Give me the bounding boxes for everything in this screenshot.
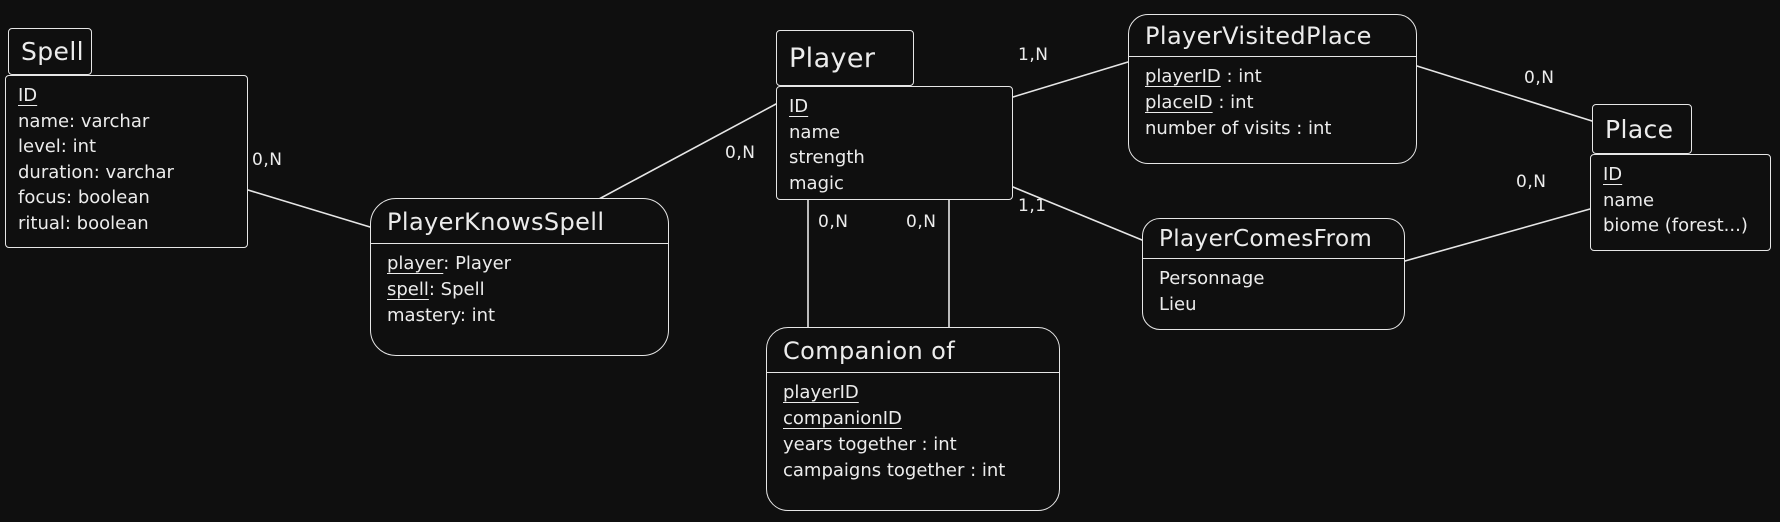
entity-place[interactable]: ID name biome (forest...) (1590, 154, 1771, 251)
attribute-row: name: varchar (18, 109, 235, 135)
cardinality-label: 0,N (725, 143, 756, 163)
entity-player[interactable]: ID name strength magic (776, 86, 1013, 200)
attribute-text: strength (789, 147, 865, 168)
cardinality-label: 1,1 (1018, 196, 1047, 216)
attribute-text: : Player (443, 253, 512, 274)
attribute-row: duration: varchar (18, 160, 235, 186)
attribute-row: years together : int (783, 432, 1043, 458)
entity-spell-attributes: ID name: varchar level: int duration: va… (6, 76, 247, 243)
edge-playerknowsspell-player[interactable] (598, 103, 777, 200)
attribute-text: level: int (18, 136, 97, 157)
cardinality-label: 0,N (252, 150, 283, 170)
pk-attribute: playerID (1145, 66, 1221, 87)
attribute-text: Personnage (1159, 268, 1265, 289)
attribute-text: name (1603, 189, 1655, 211)
attribute-row: number of visits : int (1145, 116, 1400, 142)
attribute-row: mastery: int (387, 303, 652, 329)
cardinality-label: 0,N (906, 212, 937, 232)
attribute-text: mastery: int (387, 305, 496, 326)
edge-playervisitedplace-place[interactable] (1416, 65, 1593, 122)
attribute-text: : int (1212, 92, 1254, 113)
attribute-row: ID (18, 83, 235, 109)
attribute-row: companionID (783, 406, 1043, 432)
pk-attribute: placeID (1145, 92, 1213, 113)
pk-attribute: ID (1603, 164, 1623, 185)
attribute-row: Personnage (1159, 266, 1388, 292)
attribute-row: magic (789, 171, 1000, 197)
pk-attribute: player (387, 253, 444, 274)
entity-spell-titlebox[interactable]: Spell (8, 28, 92, 75)
pk-attribute: companionID (783, 408, 902, 429)
attribute-row: placeID : int (1145, 90, 1400, 116)
entity-spell-title: Spell (21, 37, 85, 66)
relation-companionof[interactable]: Companion of playerID companionID years … (766, 327, 1060, 511)
attribute-row: name (1603, 188, 1758, 214)
entity-place-titlebox[interactable]: Place (1592, 104, 1692, 154)
attribute-row: player: Player (387, 251, 652, 277)
relation-playercomesfrom[interactable]: PlayerComesFrom Personnage Lieu (1142, 218, 1405, 330)
edge-spell-playerknowsspell[interactable] (247, 189, 371, 228)
attribute-text: : Spell (428, 279, 485, 300)
relation-playerknowsspell-title: PlayerKnowsSpell (371, 199, 668, 244)
attribute-text: biome (forest...) (1603, 215, 1748, 236)
attribute-text: : int (1220, 66, 1262, 87)
entity-place-attributes: ID name biome (forest...) (1591, 155, 1770, 246)
cardinality-label: 0,N (818, 212, 849, 232)
attribute-row: ID (1603, 162, 1758, 188)
attribute-text: number of visits : int (1145, 118, 1332, 139)
relation-playerknowsspell[interactable]: PlayerKnowsSpell player: Player spell: S… (370, 198, 669, 356)
relation-playercomesfrom-attributes: Personnage Lieu (1143, 259, 1404, 325)
entity-player-attributes: ID name strength magic (777, 87, 1012, 203)
entity-place-title: Place (1605, 114, 1674, 144)
attribute-row: focus: boolean (18, 185, 235, 211)
attribute-text: magic (789, 172, 844, 194)
cardinality-label: 0,N (1516, 172, 1547, 192)
entity-player-titlebox[interactable]: Player (776, 30, 914, 86)
attribute-text: duration: varchar (18, 161, 174, 183)
attribute-row: campaigns together : int (783, 458, 1043, 484)
attribute-row: biome (forest...) (1603, 213, 1758, 239)
attribute-text: name (789, 121, 841, 143)
entity-player-title: Player (789, 42, 876, 74)
relation-playercomesfrom-title: PlayerComesFrom (1143, 219, 1404, 259)
attribute-row: Lieu (1159, 292, 1388, 318)
attribute-text: ritual: boolean (18, 212, 149, 234)
edge-player-playervisitedplace[interactable] (1012, 61, 1129, 98)
attribute-text: focus: boolean (18, 187, 150, 208)
edge-player-playercomesfrom[interactable] (1012, 186, 1143, 241)
cardinality-label: 0,N (1524, 68, 1555, 88)
attribute-text: name: varchar (18, 110, 150, 132)
attribute-row: ID (789, 94, 1000, 120)
attribute-row: level: int (18, 134, 235, 160)
attribute-row: spell: Spell (387, 277, 652, 303)
attribute-text: campaigns together : int (783, 460, 1006, 481)
relation-playervisitedplace-title: PlayerVisitedPlace (1129, 15, 1416, 57)
pk-attribute: ID (789, 96, 809, 117)
attribute-row: strength (789, 145, 1000, 171)
relation-companionof-title: Companion of (767, 328, 1059, 373)
pk-attribute: playerID (783, 382, 859, 403)
attribute-row: playerID : int (1145, 64, 1400, 90)
relation-playervisitedplace[interactable]: PlayerVisitedPlace playerID : int placeI… (1128, 14, 1417, 164)
cardinality-label: 1,N (1018, 45, 1049, 65)
attribute-row: ritual: boolean (18, 211, 235, 237)
attribute-text: Lieu (1159, 294, 1197, 315)
entity-spell[interactable]: ID name: varchar level: int duration: va… (5, 75, 248, 248)
relation-playervisitedplace-attributes: playerID : int placeID : int number of v… (1129, 57, 1416, 149)
pk-attribute: ID (18, 85, 38, 106)
attribute-row: playerID (783, 380, 1043, 406)
relation-companionof-attributes: playerID companionID years together : in… (767, 373, 1059, 491)
attribute-row: name (789, 120, 1000, 146)
attribute-text: years together : int (783, 434, 957, 455)
pk-attribute: spell (387, 279, 429, 300)
edge-playercomesfrom-place[interactable] (1404, 208, 1591, 262)
relation-playerknowsspell-attributes: player: Player spell: Spell mastery: int (371, 244, 668, 336)
